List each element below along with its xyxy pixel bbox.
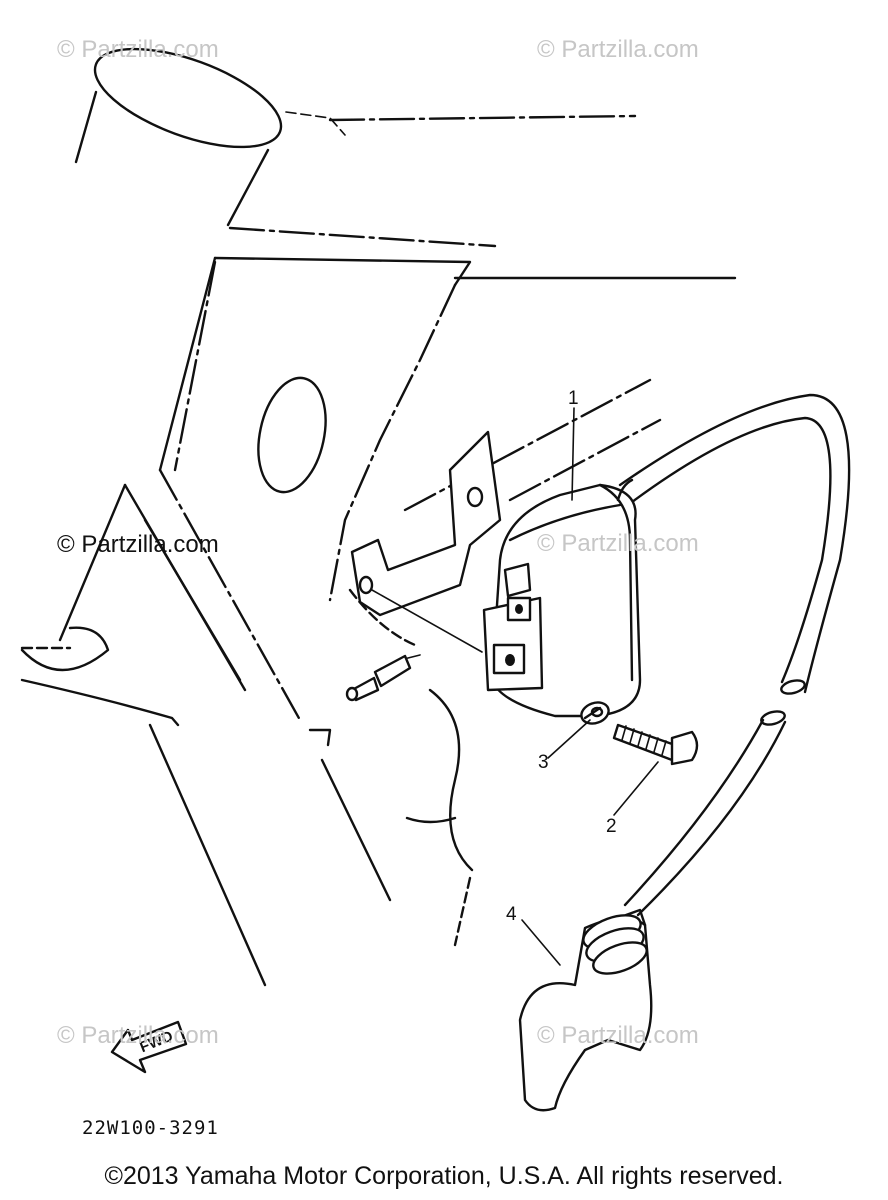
lead-wire [618, 393, 851, 917]
watermark: © Partzilla.com [537, 36, 699, 63]
watermark: © Partzilla.com [537, 530, 699, 557]
watermark: © Partzilla.com [57, 36, 219, 63]
callout-1: 1 [568, 388, 579, 409]
diagram-code: 22W100-3291 [82, 1117, 219, 1139]
copyright-notice: ©2013 Yamaha Motor Corporation, U.S.A. A… [104, 1162, 784, 1190]
fwd-arrow: FWD [110, 1020, 188, 1074]
watermark: © Partzilla.com [57, 1022, 219, 1049]
frame-lower [20, 483, 474, 987]
frame-tube [74, 47, 637, 248]
mounting-bracket [350, 430, 502, 653]
callout-4: 4 [506, 904, 517, 925]
watermark: © Partzilla.com [57, 531, 219, 558]
washer [580, 701, 610, 725]
watermark: © Partzilla.com [537, 1022, 699, 1049]
callout-3: 3 [538, 752, 549, 773]
plug-cap [518, 908, 653, 1112]
terminal-pin [345, 654, 421, 702]
screw [612, 723, 699, 766]
callout-2: 2 [606, 816, 617, 837]
ignition-coil [482, 478, 642, 718]
frame-plate [158, 256, 737, 722]
callout-leaders [521, 407, 659, 966]
